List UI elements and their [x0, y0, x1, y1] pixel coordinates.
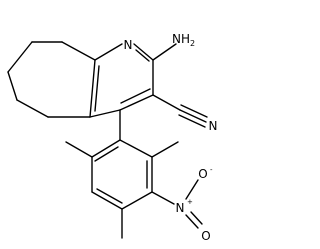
benzene-ring	[91, 139, 153, 210]
amino-nh-text: NH	[172, 32, 190, 46]
nitro-oxygen-top-label: O	[198, 167, 207, 181]
pyridine-ring	[89, 43, 154, 118]
ring-nitrogen-label: N	[124, 38, 133, 52]
amino-h-count: 2	[190, 39, 195, 48]
nitro-oxygen-side-label: O	[201, 229, 210, 243]
cycloheptane-ring	[7, 41, 96, 118]
nitrile-group	[152, 94, 208, 128]
nitro-oxygen-top-charge: -	[210, 166, 213, 174]
nitro-nitrogen-charge: +	[187, 198, 193, 206]
amino-label: NH2	[172, 32, 195, 48]
methyl-groups	[65, 141, 179, 239]
amino-bond	[152, 43, 177, 61]
molecule-structure: N NH2 N N + O - O	[7, 32, 218, 243]
nitrile-nitrogen-label: N	[209, 119, 218, 133]
nitro-group	[151, 179, 203, 229]
nitro-nitrogen-label: N	[176, 201, 185, 215]
